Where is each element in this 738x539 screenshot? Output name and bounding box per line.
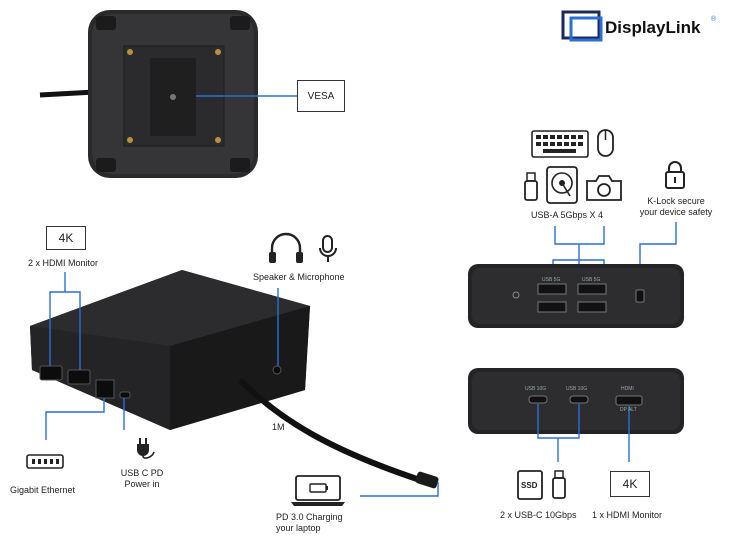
usbc-pd-line2: Power in — [124, 479, 160, 489]
usb5g-mark-2: USB 5G — [582, 277, 601, 283]
speaker-mic-label: Speaker & Microphone — [253, 272, 345, 282]
hdmi-right-4k-icon: 4K — [610, 471, 650, 497]
lock-icon — [665, 161, 685, 189]
usbc-pd-label: USB C PD Power in — [112, 468, 172, 490]
hdmi-4k-icon: 4K — [46, 226, 86, 250]
gigabit-ethernet-label: Gigabit Ethernet — [10, 485, 76, 495]
vesa-label: VESA — [307, 90, 335, 102]
usb10g-mark-1: USB 10G — [525, 386, 547, 392]
camera-icon — [586, 175, 622, 201]
usbc-10g-label: 2 x USB-C 10Gbps — [500, 510, 577, 520]
hdmi-mark: HDMI — [621, 386, 634, 392]
klock-line2: your device safety — [639, 207, 713, 217]
usbc-pd-line1: USB C PD — [120, 468, 164, 478]
displaylink-logo: DisplayLink ® — [561, 10, 731, 44]
laptop-icon — [291, 475, 345, 506]
usba-label: USB-A 5Gbps X 4 — [531, 210, 604, 220]
usb5g-mark-1: USB 5G — [542, 277, 561, 283]
usb10g-mark-2: USB 10G — [566, 386, 588, 392]
mouse-icon — [597, 129, 614, 157]
keyboard-icon — [531, 130, 589, 158]
hdmi-monitor-label: 2 x HDMI Monitor — [28, 258, 99, 268]
pd-charging-line2: your laptop — [276, 523, 321, 533]
cable-length-label: 1M — [272, 422, 285, 432]
hard-drive-icon — [546, 166, 578, 204]
ssd-text: SSD — [521, 481, 538, 490]
brand-reg: ® — [711, 16, 717, 23]
power-plug-icon — [137, 438, 155, 459]
hdmi-4k-text: 4K — [58, 231, 74, 245]
headphones-icon — [269, 232, 303, 263]
pd-charging-label: PD 3.0 Charging your laptop — [276, 512, 343, 534]
vesa-callout: VESA — [297, 80, 345, 112]
brand-name: DisplayLink — [605, 18, 701, 37]
hdmi-right-4k-text: 4K — [622, 477, 638, 491]
ethernet-icon — [26, 454, 64, 469]
microphone-icon — [319, 235, 337, 262]
usb-stick-icon — [552, 470, 566, 499]
klock-line1: K-Lock secure — [647, 196, 705, 206]
displaylink-mark-icon — [561, 10, 603, 42]
ssd-icon — [517, 470, 543, 500]
hdmi-right-label: 1 x HDMI Monitor — [592, 510, 663, 520]
dp-alt-mark: DP ALT — [620, 407, 637, 413]
pd-charging-line1: PD 3.0 Charging — [276, 512, 343, 522]
klock-label: K-Lock secure your device safety — [626, 196, 726, 218]
usb-drive-icon — [524, 172, 538, 201]
